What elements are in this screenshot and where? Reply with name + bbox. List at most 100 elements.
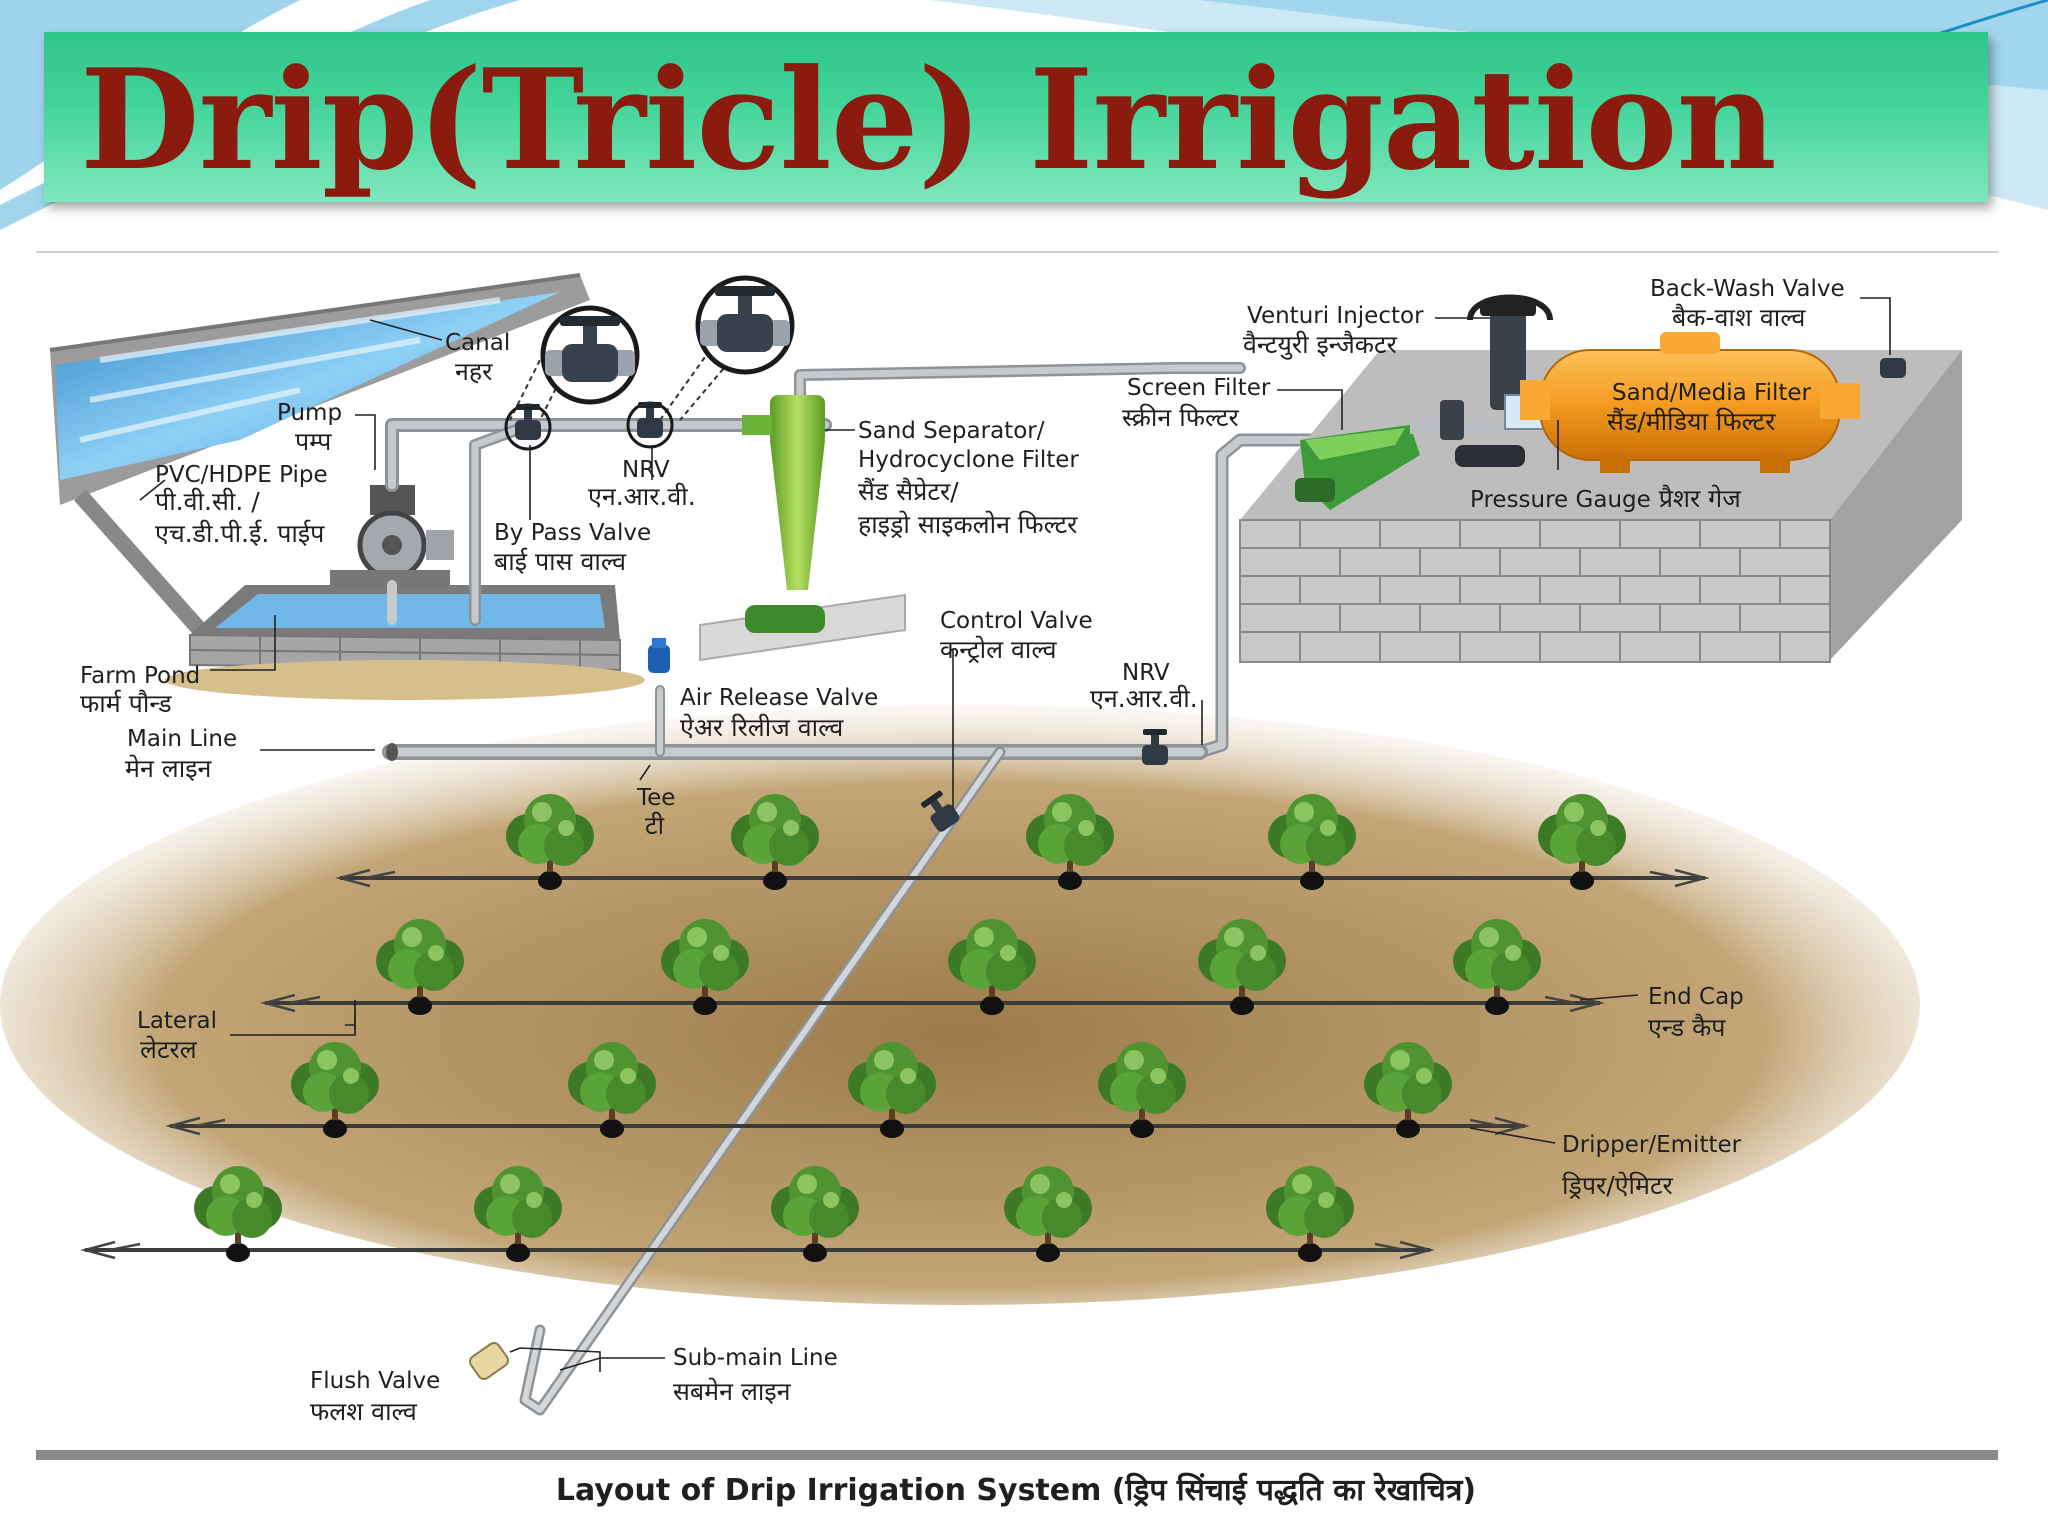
label-end-cap-hi: एन्ड कैप [1648, 1013, 1726, 1042]
label-backwash-hi: बैक-वाश वाल्व [1672, 303, 1806, 332]
hydrocyclone-filter [699, 395, 906, 662]
label-sand-sep-hi1: सैंड सैप्रेटर/ [858, 477, 959, 506]
bypass-valve-icon [515, 404, 541, 440]
flush-valve [468, 1341, 510, 1381]
end-cap-icon [1649, 868, 1710, 888]
label-lateral-en: Lateral [137, 1008, 217, 1034]
label-gauge: Pressure Gauge प्रैशर गेज [1470, 484, 1741, 513]
dripper-icon [1570, 872, 1594, 890]
labels: Canal नहर Pump पम्प PVC/HDPE Pipe पी.वी.… [80, 276, 1845, 1426]
label-farm-pond-hi: फार्म पौन्ड [80, 689, 172, 718]
air-release-valve [648, 638, 670, 673]
canal [49, 273, 590, 505]
dripper-icon [1230, 997, 1254, 1015]
slide-title: Drip(Tricle) Irrigation [80, 38, 1777, 201]
label-canal-hi: नहर [455, 357, 493, 386]
label-submain-en: Sub-main Line [673, 1345, 838, 1371]
label-tee-hi: टी [645, 811, 665, 840]
nrv-top-icon [637, 402, 663, 438]
lateral-row [260, 919, 1605, 1015]
end-cap-icon [80, 1240, 141, 1260]
end-cap-icon [1374, 1240, 1435, 1260]
nrv-mid-icon [1142, 729, 1168, 765]
end-cap-icon [260, 993, 321, 1013]
label-pvc-en: PVC/HDPE Pipe [155, 462, 328, 488]
valve-callout-nrv [659, 275, 795, 421]
label-main-line-hi: मेन लाइन [125, 754, 212, 783]
dripper-icon [538, 872, 562, 890]
label-screen-en: Screen Filter [1127, 375, 1271, 401]
label-gauge-en: Pressure Gauge [1470, 487, 1651, 513]
label-canal-en: Canal [445, 330, 510, 356]
main-line-end [386, 743, 398, 761]
dripper-icon [803, 1244, 827, 1262]
label-pump-en: Pump [277, 400, 342, 426]
label-end-cap-en: End Cap [1648, 984, 1744, 1010]
label-gauge-hi: प्रैशर गेज [1659, 484, 1741, 513]
valve-callout-bypass [509, 305, 640, 421]
label-submain-hi: सबमेन लाइन [673, 1377, 792, 1406]
title-band [44, 32, 1988, 202]
dripper-icon [880, 1120, 904, 1138]
farm-pond [165, 585, 645, 700]
label-sand-sep-en2: Hydrocyclone Filter [858, 447, 1079, 473]
lateral-row [165, 1042, 1530, 1138]
screen-filter [1295, 425, 1420, 510]
dripper-icon [600, 1120, 624, 1138]
dripper-icon [1300, 872, 1324, 890]
label-pvc-hi2: एच.डी.पी.ई. पाईप [155, 519, 325, 548]
label-nrv-mid-hi: एन.आर.वी. [1090, 684, 1198, 713]
caption-divider [36, 1450, 1998, 1460]
leader-lines [139, 297, 1891, 1372]
venturi-injector [1410, 294, 1553, 467]
dripper-icon [693, 997, 717, 1015]
label-pump-hi: पम्प [295, 427, 332, 456]
dripper-icon [323, 1120, 347, 1138]
dripper-icon [408, 997, 432, 1015]
label-media-en: Sand/Media Filter [1612, 380, 1812, 406]
pipe-network [382, 362, 1332, 1416]
canal-brace [74, 489, 206, 636]
label-air-hi: ऐअर रिलीज वाल्व [680, 713, 844, 742]
dripper-icon [763, 872, 787, 890]
label-nrv-top-en: NRV [622, 457, 670, 483]
label-backwash-en: Back-Wash Valve [1650, 276, 1845, 302]
dripper-icon [1036, 1244, 1060, 1262]
label-main-line-en: Main Line [127, 726, 237, 752]
sand-media-filter [1520, 332, 1906, 473]
label-lateral-hi: लेटरल [140, 1035, 198, 1064]
label-flush-hi: फलश वाल्व [310, 1397, 418, 1426]
label-venturi-en: Venturi Injector [1247, 303, 1424, 329]
label-control-hi: कन्ट्रोल वाल्व [940, 635, 1058, 664]
label-venturi-hi: वैन्टयुरी इन्जैकटर [1243, 330, 1398, 360]
label-bypass-hi: बाई पास वाल्व [494, 547, 627, 576]
dripper-icon [1130, 1120, 1154, 1138]
end-cap-icon [165, 1116, 226, 1136]
dripper-icon [1396, 1120, 1420, 1138]
label-dripper-hi: ड्रिपर/ऐमिटर [1562, 1171, 1674, 1200]
label-nrv-top-hi: एन.आर.वी. [588, 482, 696, 511]
end-cap-icon [1469, 1116, 1530, 1136]
dripper-icon [506, 1244, 530, 1262]
label-farm-pond-en: Farm Pond [80, 663, 200, 689]
label-dripper-en: Dripper/Emitter [1562, 1132, 1742, 1158]
pump [330, 485, 454, 586]
label-pvc-hi1: पी.वी.सी. / [155, 487, 260, 516]
label-screen-hi: स्क्रीन फिल्टर [1122, 403, 1239, 432]
lateral-row [335, 794, 1710, 890]
end-cap-icon [1544, 993, 1605, 1013]
label-flush-en: Flush Valve [310, 1368, 440, 1394]
dripper-icon [226, 1244, 250, 1262]
label-tee-en: Tee [636, 785, 675, 811]
dripper-icon [1298, 1244, 1322, 1262]
drip-field [80, 794, 1710, 1262]
end-cap-icon [335, 868, 396, 888]
label-air-en: Air Release Valve [680, 685, 878, 711]
label-sand-sep-hi2: हाइड्रो साइकलोन फिल्टर [858, 510, 1078, 539]
label-sand-sep-en1: Sand Separator/ [858, 418, 1045, 444]
label-nrv-mid-en: NRV [1122, 660, 1170, 686]
dripper-icon [1485, 997, 1509, 1015]
label-bypass-en: By Pass Valve [494, 520, 651, 546]
label-media-hi: सैंड/मीडिया फिल्टर [1607, 407, 1776, 436]
